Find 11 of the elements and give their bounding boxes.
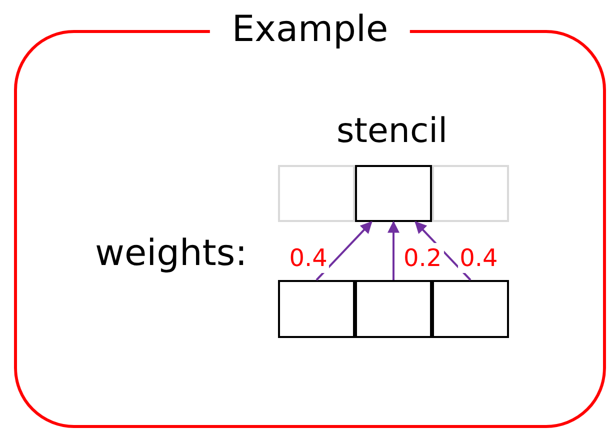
grid-cell	[278, 165, 355, 222]
arrow	[388, 220, 400, 280]
grid-cell	[432, 165, 509, 222]
row-label: weights:	[95, 232, 248, 276]
grid-cell	[432, 280, 509, 338]
grid-cell	[355, 165, 432, 222]
arrow	[414, 221, 472, 281]
grid-cell	[278, 280, 355, 338]
row-label: stencil	[336, 110, 448, 153]
arrow	[316, 221, 372, 281]
grid-cell	[355, 280, 432, 338]
